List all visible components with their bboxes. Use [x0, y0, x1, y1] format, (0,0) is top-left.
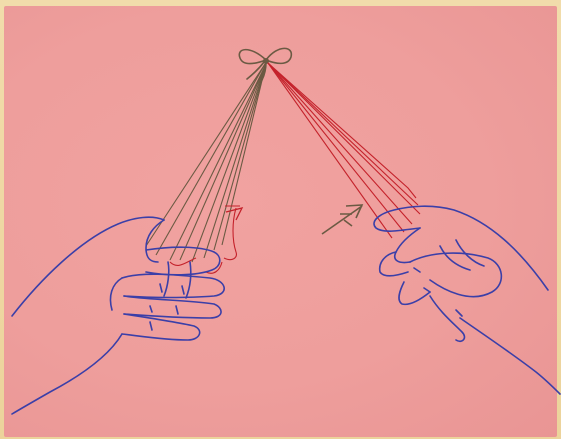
- arrow-right: [322, 205, 362, 234]
- red-strings: [170, 63, 420, 273]
- left-hand: [12, 217, 224, 414]
- right-hand: [374, 206, 560, 394]
- dark-strings: [146, 64, 266, 262]
